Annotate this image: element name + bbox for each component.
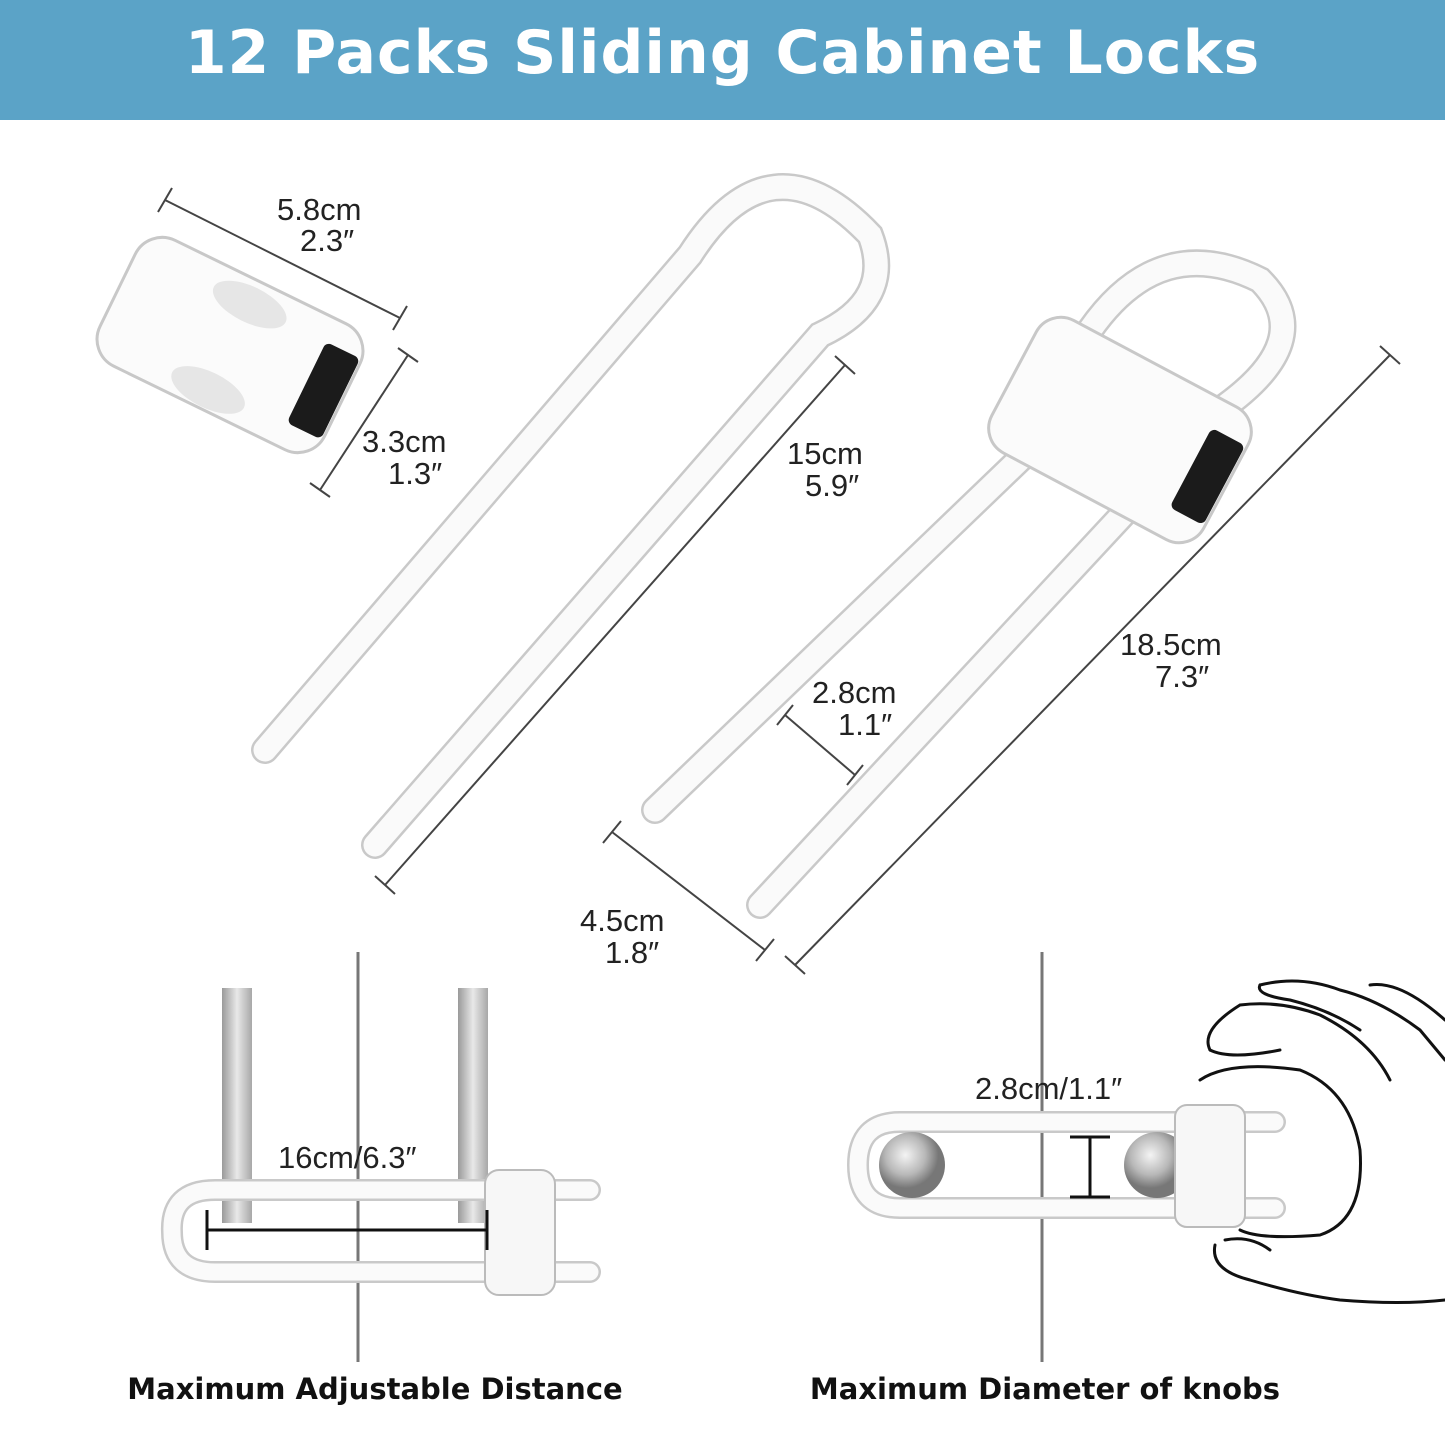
lock-block xyxy=(95,235,365,455)
block-length-cm: 5.8cm xyxy=(277,192,362,227)
dimension-lines xyxy=(157,187,1401,975)
rod-gap-cm: 2.8cm xyxy=(812,675,897,710)
block-width-cm: 3.3cm xyxy=(362,424,447,459)
knob-left xyxy=(879,1132,945,1198)
adjustable-caption: Maximum Adjustable Distance xyxy=(127,1372,623,1406)
adjustable-distance-demo xyxy=(160,952,601,1362)
assembled-lock xyxy=(641,249,1297,919)
rod-gap-in: 1.1″ xyxy=(838,707,893,742)
knobs-caption: Maximum Diameter of knobs xyxy=(809,1372,1281,1406)
knob-right xyxy=(1124,1132,1190,1198)
block-length-in: 2.3″ xyxy=(300,223,355,258)
u-width-cm: 4.5cm xyxy=(580,903,665,938)
page-title: 12 Packs Sliding Cabinet Locks xyxy=(184,18,1261,88)
adjustable-measure: 16cm/6.3″ xyxy=(278,1140,417,1175)
u-width-in: 1.8″ xyxy=(605,935,660,970)
rod-length-in: 5.9″ xyxy=(805,468,860,503)
knob-measure: 2.8cm/1.1″ xyxy=(975,1071,1123,1106)
rod-length-cm: 15cm xyxy=(787,436,863,471)
total-length-in: 7.3″ xyxy=(1155,659,1210,694)
title-banner xyxy=(0,0,1445,120)
block-width-in: 1.3″ xyxy=(388,456,443,491)
u-lock-rods xyxy=(251,173,891,859)
hand-outline xyxy=(1198,979,1445,1304)
knob-diameter-demo xyxy=(846,952,1445,1362)
total-length-cm: 18.5cm xyxy=(1120,627,1222,662)
